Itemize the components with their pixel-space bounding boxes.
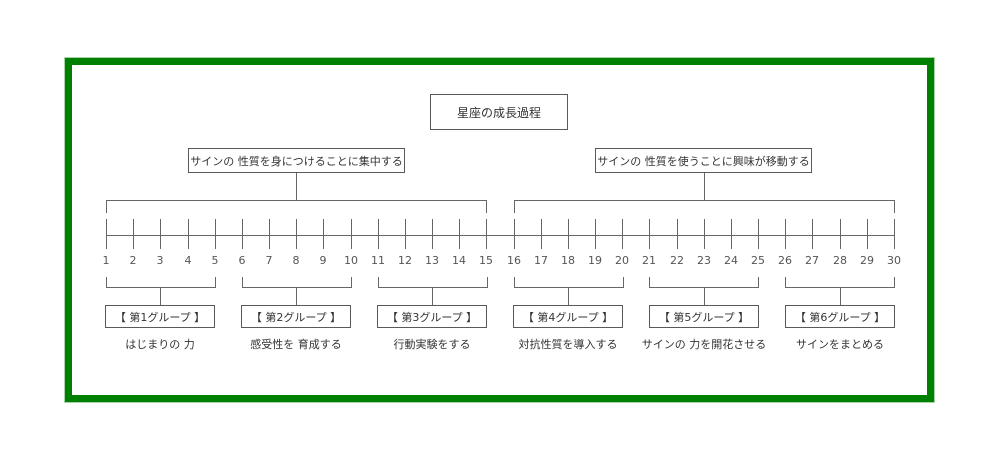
tick-number: 18: [561, 254, 575, 267]
group-box: 【 第5グループ 】: [649, 305, 759, 328]
tick-number: 2: [129, 254, 137, 267]
group-box: 【 第2グループ 】: [241, 305, 351, 328]
phase-connector-line: [296, 173, 297, 200]
group-connector-line: [160, 288, 161, 305]
tick-number: 16: [507, 254, 521, 267]
tick-number: 19: [588, 254, 602, 267]
group-span-bracket: [242, 277, 352, 288]
tick-number: 9: [319, 254, 327, 267]
tick-number: 14: [452, 254, 466, 267]
tick-mark: [269, 219, 270, 249]
tick-mark: [758, 219, 759, 249]
tick-mark: [677, 219, 678, 249]
tick-mark: [514, 219, 515, 249]
tick-mark: [568, 219, 569, 249]
group-box: 【 第6グループ 】: [785, 305, 895, 328]
group-connector-line: [432, 288, 433, 305]
tick-mark: [242, 219, 243, 249]
tick-mark: [622, 219, 623, 249]
tick-number: 29: [860, 254, 874, 267]
tick-number: 10: [344, 254, 358, 267]
tick-mark: [704, 219, 705, 249]
tick-mark: [106, 219, 107, 249]
phase-span-bracket: [514, 200, 895, 213]
green-frame: [65, 58, 934, 402]
diagram-title: 星座の成長過程: [456, 105, 541, 120]
tick-number: 8: [292, 254, 300, 267]
tick-number: 28: [833, 254, 847, 267]
group-span-bracket: [785, 277, 895, 288]
tick-number: 26: [778, 254, 792, 267]
group-description: サインの 力を開花させる: [641, 338, 767, 351]
group-description: はじまりの 力: [125, 338, 195, 351]
tick-mark: [731, 219, 732, 249]
tick-number: 5: [211, 254, 219, 267]
tick-number: 3: [156, 254, 164, 267]
tick-number: 21: [642, 254, 656, 267]
tick-number: 17: [534, 254, 548, 267]
title-box: 星座の成長過程: [430, 94, 568, 130]
tick-number: 13: [425, 254, 439, 267]
tick-number: 24: [724, 254, 738, 267]
phase-box: サインの 性質を使うことに興味が移動する: [595, 148, 812, 173]
timeline-axis: [106, 235, 895, 236]
group-description: サインをまとめる: [796, 338, 884, 351]
tick-number: 27: [805, 254, 819, 267]
phase-box: サインの 性質を身につけることに集中する: [188, 148, 405, 173]
tick-number: 6: [238, 254, 246, 267]
phase-connector-line: [704, 173, 705, 200]
group-connector-line: [568, 288, 569, 305]
tick-mark: [486, 219, 487, 249]
group-span-bracket: [514, 277, 624, 288]
tick-number: 11: [371, 254, 385, 267]
tick-mark: [812, 219, 813, 249]
phase-span-bracket: [106, 200, 487, 213]
tick-number: 22: [670, 254, 684, 267]
group-connector-line: [296, 288, 297, 305]
tick-mark: [867, 219, 868, 249]
tick-number: 30: [887, 254, 901, 267]
tick-number: 23: [697, 254, 711, 267]
tick-mark: [323, 219, 324, 249]
tick-mark: [649, 219, 650, 249]
tick-mark: [894, 219, 895, 249]
tick-mark: [296, 219, 297, 249]
tick-number: 15: [479, 254, 493, 267]
tick-number: 12: [398, 254, 412, 267]
group-span-bracket: [378, 277, 488, 288]
tick-mark: [188, 219, 189, 249]
group-span-bracket: [106, 277, 216, 288]
tick-number: 1: [102, 254, 110, 267]
group-description: 行動実験をする: [393, 338, 471, 351]
tick-mark: [432, 219, 433, 249]
group-box: 【 第1グループ 】: [105, 305, 215, 328]
tick-mark: [541, 219, 542, 249]
group-box: 【 第3グループ 】: [377, 305, 487, 328]
tick-mark: [459, 219, 460, 249]
tick-mark: [785, 219, 786, 249]
tick-mark: [405, 219, 406, 249]
tick-number: 4: [184, 254, 192, 267]
tick-number: 25: [751, 254, 765, 267]
group-box: 【 第4グループ 】: [513, 305, 623, 328]
tick-mark: [378, 219, 379, 249]
tick-mark: [133, 219, 134, 249]
tick-mark: [215, 219, 216, 249]
tick-number: 20: [615, 254, 629, 267]
group-connector-line: [840, 288, 841, 305]
tick-mark: [351, 219, 352, 249]
tick-number: 7: [265, 254, 273, 267]
group-span-bracket: [649, 277, 759, 288]
tick-mark: [160, 219, 161, 249]
tick-mark: [595, 219, 596, 249]
group-description: 感受性を 育成する: [250, 338, 342, 351]
group-description: 対抗性質を導入する: [518, 338, 618, 351]
tick-mark: [840, 219, 841, 249]
group-connector-line: [704, 288, 705, 305]
